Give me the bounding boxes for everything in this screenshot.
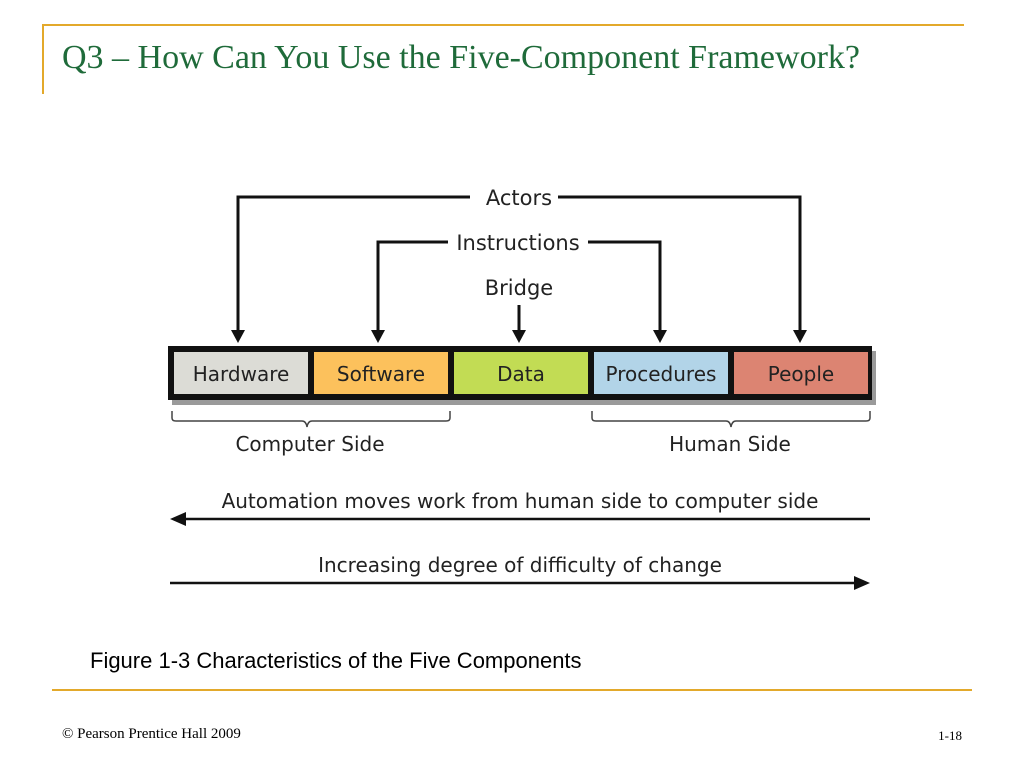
actors-label: Actors	[486, 186, 552, 210]
component-box-people	[734, 352, 868, 394]
component-label-procedures: Procedures	[606, 362, 717, 386]
human-side-brace	[591, 411, 871, 428]
slide-title: Q3 – How Can You Use the Five-Component …	[62, 39, 860, 76]
arrow-to-hardware	[231, 330, 245, 343]
difficulty-arrowhead	[854, 576, 870, 590]
component-box-data	[454, 352, 588, 394]
figure-caption: Figure 1-3 Characteristics of the Five C…	[90, 648, 582, 673]
arrow-to-data	[512, 330, 526, 343]
component-label-people: People	[768, 362, 834, 386]
actors-connector	[236, 195, 470, 333]
arrow-to-people	[793, 330, 807, 343]
computer-side-label: Computer Side	[235, 432, 384, 456]
computer-side-brace	[171, 411, 451, 428]
difficulty-label: Increasing degree of difficulty of chang…	[318, 553, 722, 577]
component-label-hardware: Hardware	[193, 362, 290, 386]
arrow-to-procedures	[653, 330, 667, 343]
instructions-connector-right	[588, 240, 662, 333]
arrow-to-software	[371, 330, 385, 343]
instructions-connector	[376, 240, 448, 333]
page-number: 1-18	[938, 728, 962, 743]
actors-connector-right	[558, 195, 802, 333]
human-side-label: Human Side	[669, 432, 791, 456]
component-boxes: Hardware Software Data Procedures People	[174, 352, 868, 394]
component-box-hardware	[174, 352, 308, 394]
instructions-label: Instructions	[456, 231, 579, 255]
component-label-software: Software	[337, 362, 425, 386]
copyright: © Pearson Prentice Hall 2009	[62, 726, 241, 742]
component-box-procedures	[594, 352, 728, 394]
bridge-label: Bridge	[485, 276, 553, 300]
five-component-diagram: Actors Instructions Bridge Hardware Softw…	[168, 186, 876, 590]
component-label-data: Data	[497, 362, 545, 386]
automation-arrowhead	[170, 512, 186, 526]
frame-top-rule	[42, 24, 964, 26]
automation-label: Automation moves work from human side to…	[222, 489, 819, 513]
component-box-software	[314, 352, 448, 394]
frame-left-rule	[42, 24, 44, 94]
bottom-rule	[52, 689, 972, 691]
